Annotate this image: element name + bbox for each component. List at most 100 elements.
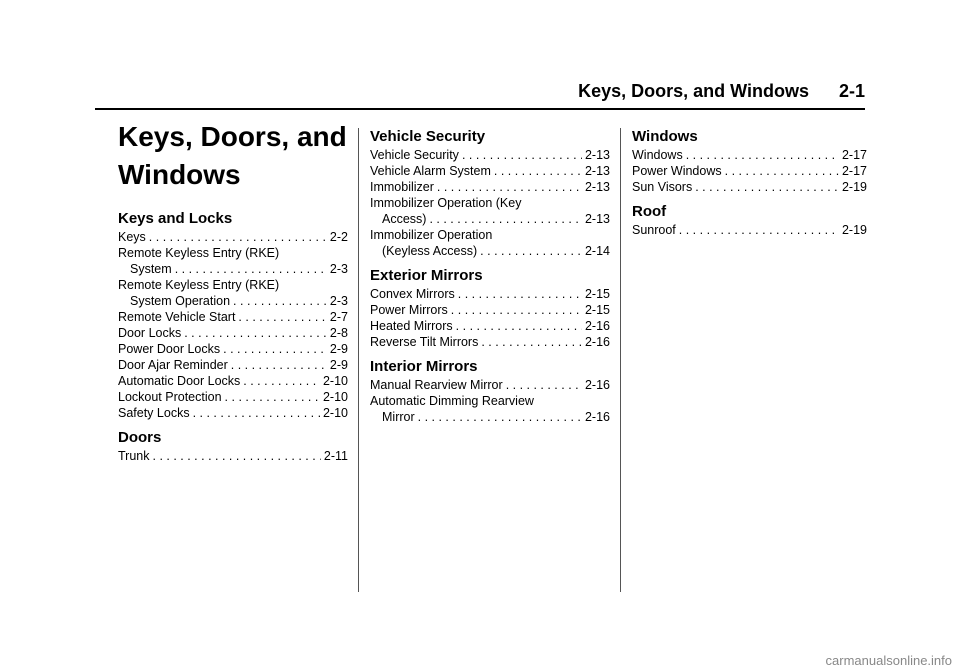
toc-entry-line: Lockout Protection2-10 — [118, 389, 348, 405]
toc-entry-title: Door Ajar Reminder — [118, 358, 228, 372]
toc-entry[interactable]: Sunroof2-19 — [632, 222, 867, 238]
toc-entry[interactable]: Lockout Protection2-10 — [118, 389, 348, 405]
toc-entry-line: Power Mirrors2-15 — [370, 302, 610, 318]
dot-leader — [456, 318, 582, 334]
dot-leader — [231, 357, 327, 373]
toc-section-heading: Roof — [632, 203, 667, 220]
toc-entry-page: 2-9 — [329, 342, 348, 356]
toc-entry-title: Remote Vehicle Start — [118, 310, 236, 324]
dot-leader — [679, 222, 839, 238]
dot-leader — [153, 448, 321, 464]
toc-entry-title-continued: System Operation — [130, 294, 231, 308]
toc-entry-page: 2-13 — [584, 164, 610, 178]
toc-entry[interactable]: Power Door Locks2-9 — [118, 341, 348, 357]
toc-entry-title-continued: (Keyless Access) — [382, 244, 478, 258]
toc-entry-title: Heated Mirrors — [370, 319, 453, 333]
dot-leader — [418, 409, 582, 425]
toc-entry-line: Reverse Tilt Mirrors2-16 — [370, 334, 610, 350]
running-header-page-number: 2-1 — [838, 81, 865, 101]
toc-entry-title: Manual Rearview Mirror — [370, 378, 503, 392]
dot-leader — [458, 286, 582, 302]
dot-leader — [175, 261, 327, 277]
toc-entry[interactable]: Remote Vehicle Start 2-7 — [118, 309, 348, 325]
toc-entry[interactable]: Heated Mirrors2-16 — [370, 318, 610, 334]
toc-entry-line: Sunroof2-19 — [632, 222, 867, 238]
dot-leader — [494, 163, 582, 179]
toc-entry-title: Windows — [632, 148, 683, 162]
toc-entry[interactable]: Door Locks 2-8 — [118, 325, 348, 341]
toc-entry[interactable]: Automatic Door Locks2-10 — [118, 373, 348, 389]
toc-entry-page: 2-10 — [322, 390, 348, 404]
toc-entry[interactable]: Vehicle Security2-13 — [370, 147, 610, 163]
toc-entry-line: System2-3 — [118, 261, 348, 277]
toc-entry-title-continued: System — [130, 262, 172, 276]
toc-entry-title-continued: Mirror — [382, 410, 415, 424]
toc-entry[interactable]: Immobilizer Operation(Keyless Access)2-1… — [370, 227, 610, 259]
toc-entry[interactable]: Trunk2-11 — [118, 448, 348, 464]
toc-entry-title: Vehicle Security — [370, 148, 459, 162]
toc-entry-page: 2-19 — [841, 223, 867, 237]
toc-entry[interactable]: Remote Keyless Entry (RKE)System Operati… — [118, 277, 348, 309]
toc-entry-line: Door Locks 2-8 — [118, 325, 348, 341]
toc-entry[interactable]: Convex Mirrors2-15 — [370, 286, 610, 302]
dot-leader — [462, 147, 582, 163]
toc-section-heading: Vehicle Security — [370, 128, 486, 145]
toc-entry[interactable]: Power Mirrors2-15 — [370, 302, 610, 318]
toc-entry-title: Door Locks — [118, 326, 182, 340]
toc-entry-title-continued: Access) — [382, 212, 427, 226]
toc-entry-page: 2-8 — [329, 326, 348, 340]
toc-entry[interactable]: Keys2-2 — [118, 229, 348, 245]
header-rule — [95, 108, 865, 110]
dot-leader — [451, 302, 582, 318]
dot-leader — [695, 179, 839, 195]
toc-entry-page: 2-11 — [323, 449, 348, 463]
column-divider — [358, 128, 359, 592]
toc-entry-page: 2-9 — [329, 358, 348, 372]
dot-leader — [686, 147, 839, 163]
dot-leader — [243, 373, 320, 389]
toc-entry[interactable]: Door Ajar Reminder 2-9 — [118, 357, 348, 373]
toc-entry-list: Sunroof2-19 — [632, 222, 867, 238]
dot-leader — [149, 229, 327, 245]
toc-entry[interactable]: Immobilizer2-13 — [370, 179, 610, 195]
running-header: Keys, Doors, and Windows 2-1 — [578, 81, 865, 102]
toc-entry-page: 2-14 — [584, 244, 610, 258]
watermark: carmanualsonline.info — [825, 653, 952, 668]
toc-entry[interactable]: Vehicle Alarm System2-13 — [370, 163, 610, 179]
toc-entry-title: Remote Keyless Entry (RKE) — [118, 246, 280, 260]
toc-entry[interactable]: Reverse Tilt Mirrors2-16 — [370, 334, 610, 350]
toc-entry-page: 2-17 — [841, 164, 867, 178]
dot-leader — [480, 243, 582, 259]
toc-entry-title: Automatic Door Locks — [118, 374, 241, 388]
dot-leader — [233, 293, 327, 309]
toc-entry-title: Convex Mirrors — [370, 287, 455, 301]
toc-entry-line: Remote Vehicle Start 2-7 — [118, 309, 348, 325]
toc-entry-line: Manual Rearview Mirror 2-16 — [370, 377, 610, 393]
toc-entry[interactable]: Safety Locks2-10 — [118, 405, 348, 421]
toc-entry-line: Keys2-2 — [118, 229, 348, 245]
toc-entry-line: Heated Mirrors2-16 — [370, 318, 610, 334]
toc-entry-line: Trunk2-11 — [118, 448, 348, 464]
toc-entry[interactable]: Remote Keyless Entry (RKE)System2-3 — [118, 245, 348, 277]
toc-entry-page: 2-19 — [841, 180, 867, 194]
toc-entry-page: 2-13 — [584, 180, 610, 194]
toc-entry[interactable]: Sun Visors2-19 — [632, 179, 867, 195]
toc-entry-list: Trunk2-11 — [118, 448, 348, 464]
toc-entry[interactable]: Manual Rearview Mirror 2-16 — [370, 377, 610, 393]
dot-leader — [506, 377, 582, 393]
toc-entry[interactable]: Automatic Dimming RearviewMirror2-16 — [370, 393, 610, 425]
toc-entry-page: 2-2 — [329, 230, 348, 244]
dot-leader — [184, 325, 327, 341]
toc-section-heading: Interior Mirrors — [370, 358, 478, 375]
toc-entry-page: 2-16 — [584, 378, 610, 392]
toc-entry-page: 2-16 — [584, 410, 610, 424]
toc-section-heading: Windows — [632, 128, 698, 145]
toc-entry-page: 2-7 — [329, 310, 348, 324]
